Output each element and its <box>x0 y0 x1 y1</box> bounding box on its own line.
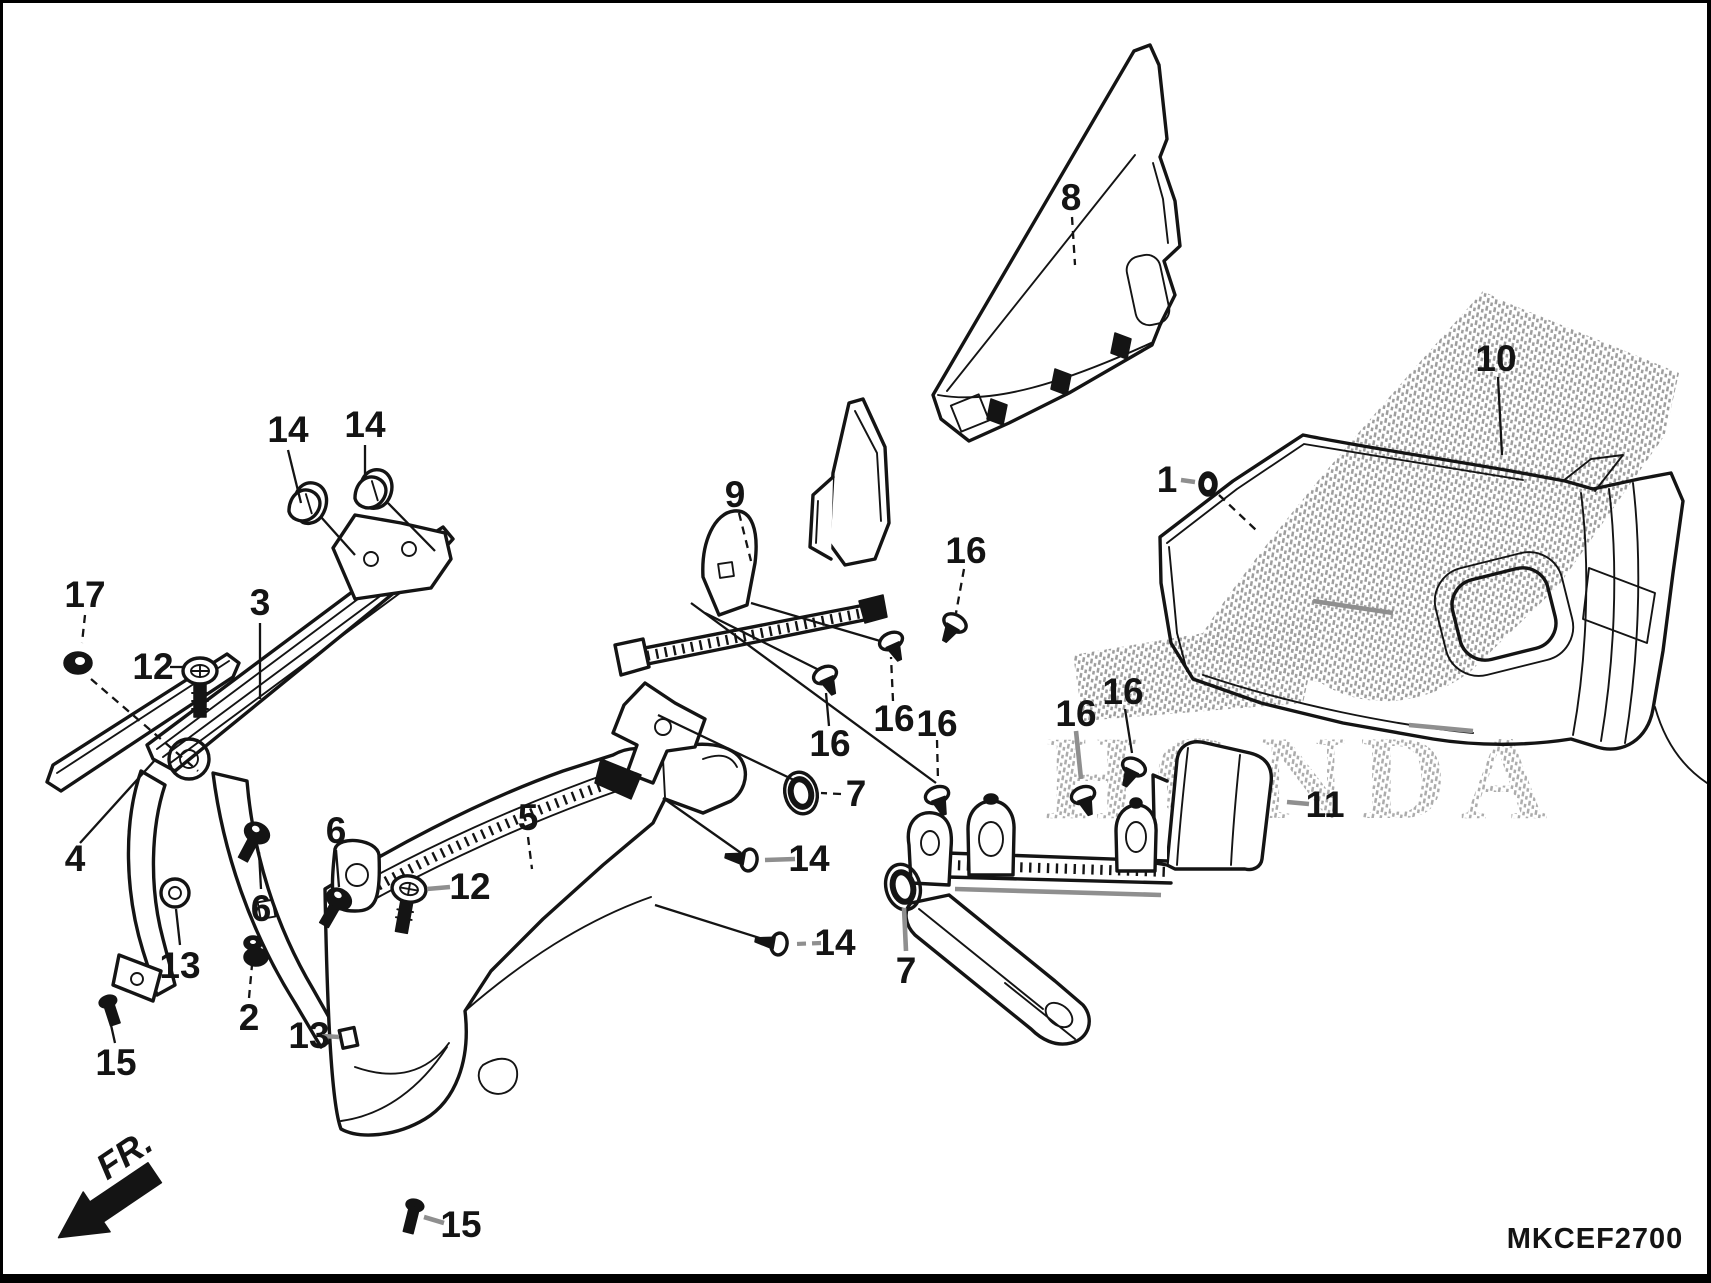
callout-6: 6 <box>251 888 272 929</box>
bolt-12a <box>181 656 219 718</box>
callout-12: 12 <box>132 646 173 687</box>
rivet-2 <box>243 935 269 967</box>
callout-16: 16 <box>916 703 957 744</box>
fasteners <box>63 471 1218 1235</box>
callout-15: 15 <box>440 1204 481 1245</box>
callout-14: 14 <box>814 922 856 963</box>
callout-13: 13 <box>288 1015 329 1056</box>
callout-5: 5 <box>518 797 539 838</box>
clip-14b <box>353 475 388 510</box>
callout-12: 12 <box>449 866 490 907</box>
part-9-stay-assembly <box>594 397 937 800</box>
grommet-13a <box>159 877 191 909</box>
callout-16: 16 <box>1102 671 1143 712</box>
bolt-15b <box>402 1198 425 1235</box>
fr-direction-arrow: FR. <box>57 1121 163 1239</box>
callout-6: 6 <box>326 810 347 851</box>
screw-16f <box>1120 756 1148 788</box>
callout-14: 14 <box>344 404 386 445</box>
part-8-pillar-garnish <box>931 43 1182 443</box>
screw-14c <box>724 847 759 873</box>
clip-13b <box>337 1025 360 1050</box>
part-11-duct-assembly <box>904 740 1274 1046</box>
callout-11: 11 <box>1305 784 1344 825</box>
bolt-6a <box>237 821 271 863</box>
callout-9: 9 <box>725 474 746 515</box>
callout-4: 4 <box>65 838 86 879</box>
part-10-rear-side-cover <box>1158 433 1707 784</box>
bolt-15a <box>98 994 121 1027</box>
callout-2: 2 <box>239 997 260 1038</box>
callout-14: 14 <box>788 838 830 879</box>
callout-1: 1 <box>1157 459 1178 500</box>
callout-16: 16 <box>945 530 986 571</box>
callout-15: 15 <box>95 1042 136 1083</box>
exploded-parts-diagram: HONDA <box>45 43 1707 1255</box>
grommet-7b <box>883 862 923 912</box>
screw-16d <box>923 784 951 817</box>
screw-16b <box>811 664 839 696</box>
callout-7: 7 <box>846 773 867 814</box>
callout-16: 16 <box>1055 693 1096 734</box>
callout-8: 8 <box>1061 177 1082 218</box>
callout-16: 16 <box>873 698 914 739</box>
part-5-side-cover <box>323 742 770 1137</box>
diagram-code: MKCEF2700 <box>1507 1223 1684 1255</box>
callout-14: 14 <box>267 409 309 450</box>
screw-16e <box>1069 784 1097 817</box>
callout-3: 3 <box>250 582 271 623</box>
callout-7: 7 <box>896 950 917 991</box>
bolt-6b <box>318 887 353 929</box>
screw-14d <box>754 931 789 957</box>
bolt-12b <box>390 874 428 935</box>
callout-17: 17 <box>64 574 105 615</box>
callout-13: 13 <box>159 945 200 986</box>
screw-16a <box>942 612 968 643</box>
leader-lines <box>79 216 1504 1226</box>
bolt-17 <box>63 651 93 675</box>
screw-16c <box>877 630 905 662</box>
callouts: 14 14 17 12 3 4 13 15 2 6 6 12 5 13 15 9… <box>64 177 1516 1245</box>
callout-10: 10 <box>1475 338 1516 379</box>
grommet-1 <box>1198 471 1218 497</box>
callout-16: 16 <box>809 723 850 764</box>
grommet-7a <box>782 770 820 816</box>
